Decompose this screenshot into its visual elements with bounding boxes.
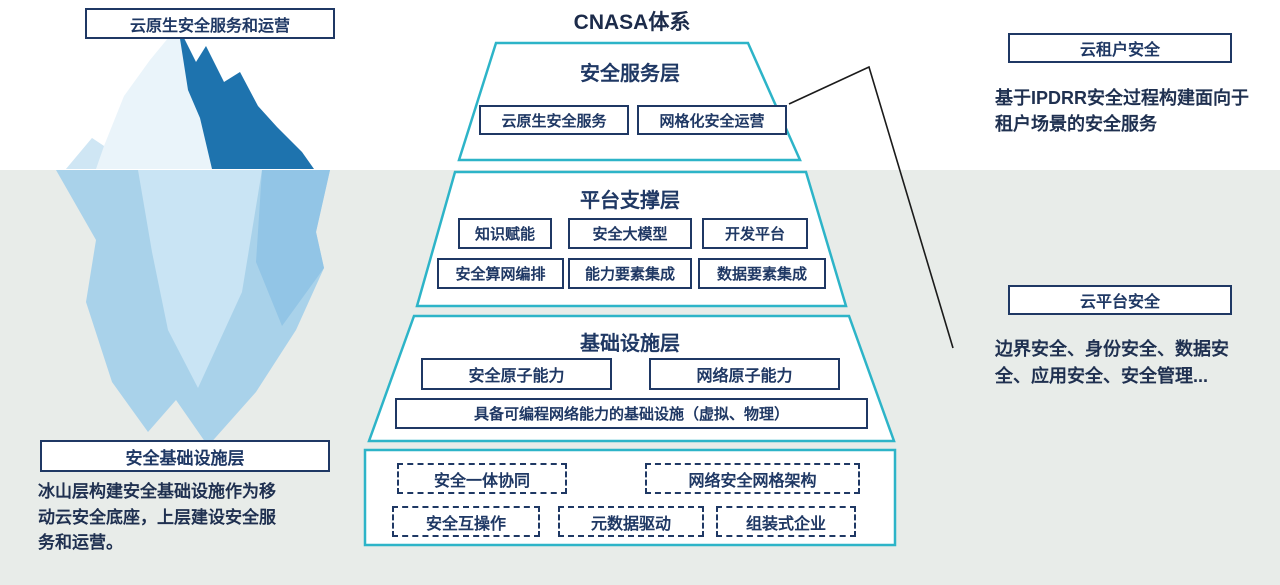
box-security-interoperability: 安全互操作 — [392, 506, 540, 537]
layer-title-infrastructure: 基础设施层 — [580, 333, 680, 355]
iceberg-under-water-light-facet — [138, 170, 262, 388]
label-cloud-platform-security: 云平台安全 — [1008, 285, 1232, 315]
iceberg-under-water-right-facet — [256, 170, 330, 326]
box-knowledge-enablement: 知识赋能 — [458, 218, 552, 249]
box-security-network-orchestration: 安全算网编排 — [437, 258, 564, 289]
platform-security-description: 边界安全、身份安全、数据安全、应用安全、安全管理... — [995, 339, 1229, 386]
box-metadata-driven: 元数据驱动 — [558, 506, 704, 537]
box-security-atomic-capability: 安全原子能力 — [421, 358, 612, 390]
box-composable-enterprise: 组装式企业 — [716, 506, 856, 537]
box-capability-element-integration: 能力要素集成 — [568, 258, 692, 289]
layer-title-security-service: 安全服务层 — [580, 63, 680, 85]
box-security-large-model: 安全大模型 — [568, 218, 692, 249]
layer-title-platform-support: 平台支撑层 — [580, 190, 680, 212]
box-programmable-network-infrastructure: 具备可编程网络能力的基础设施（虚拟、物理） — [395, 398, 868, 429]
label-security-infrastructure-layer: 安全基础设施层 — [40, 440, 330, 472]
box-grid-security-operation: 网格化安全运营 — [637, 105, 787, 135]
box-network-atomic-capability: 网络原子能力 — [649, 358, 840, 390]
connector-line — [788, 65, 954, 349]
box-cybersecurity-mesh-architecture: 网络安全网格架构 — [645, 463, 860, 494]
tenant-security-description: 基于IPDRR安全过程构建面向于租户场景的安全服务 — [995, 88, 1250, 135]
label-cloud-native-security-operations: 云原生安全服务和运营 — [85, 8, 335, 39]
box-security-integrated-collaboration: 安全一体协同 — [397, 463, 567, 494]
iceberg-dark-facet — [178, 26, 314, 169]
iceberg-caption: 冰山层构建安全基础设施作为移动云安全底座，上层建设安全服务和运营。 — [38, 482, 276, 552]
box-cloud-native-security-service: 云原生安全服务 — [479, 105, 629, 135]
box-development-platform: 开发平台 — [702, 218, 808, 249]
iceberg-left-facet — [66, 138, 104, 169]
label-cloud-tenant-security: 云租户安全 — [1008, 33, 1232, 63]
box-data-element-integration: 数据要素集成 — [698, 258, 826, 289]
page-title: CNASA体系 — [573, 11, 691, 34]
